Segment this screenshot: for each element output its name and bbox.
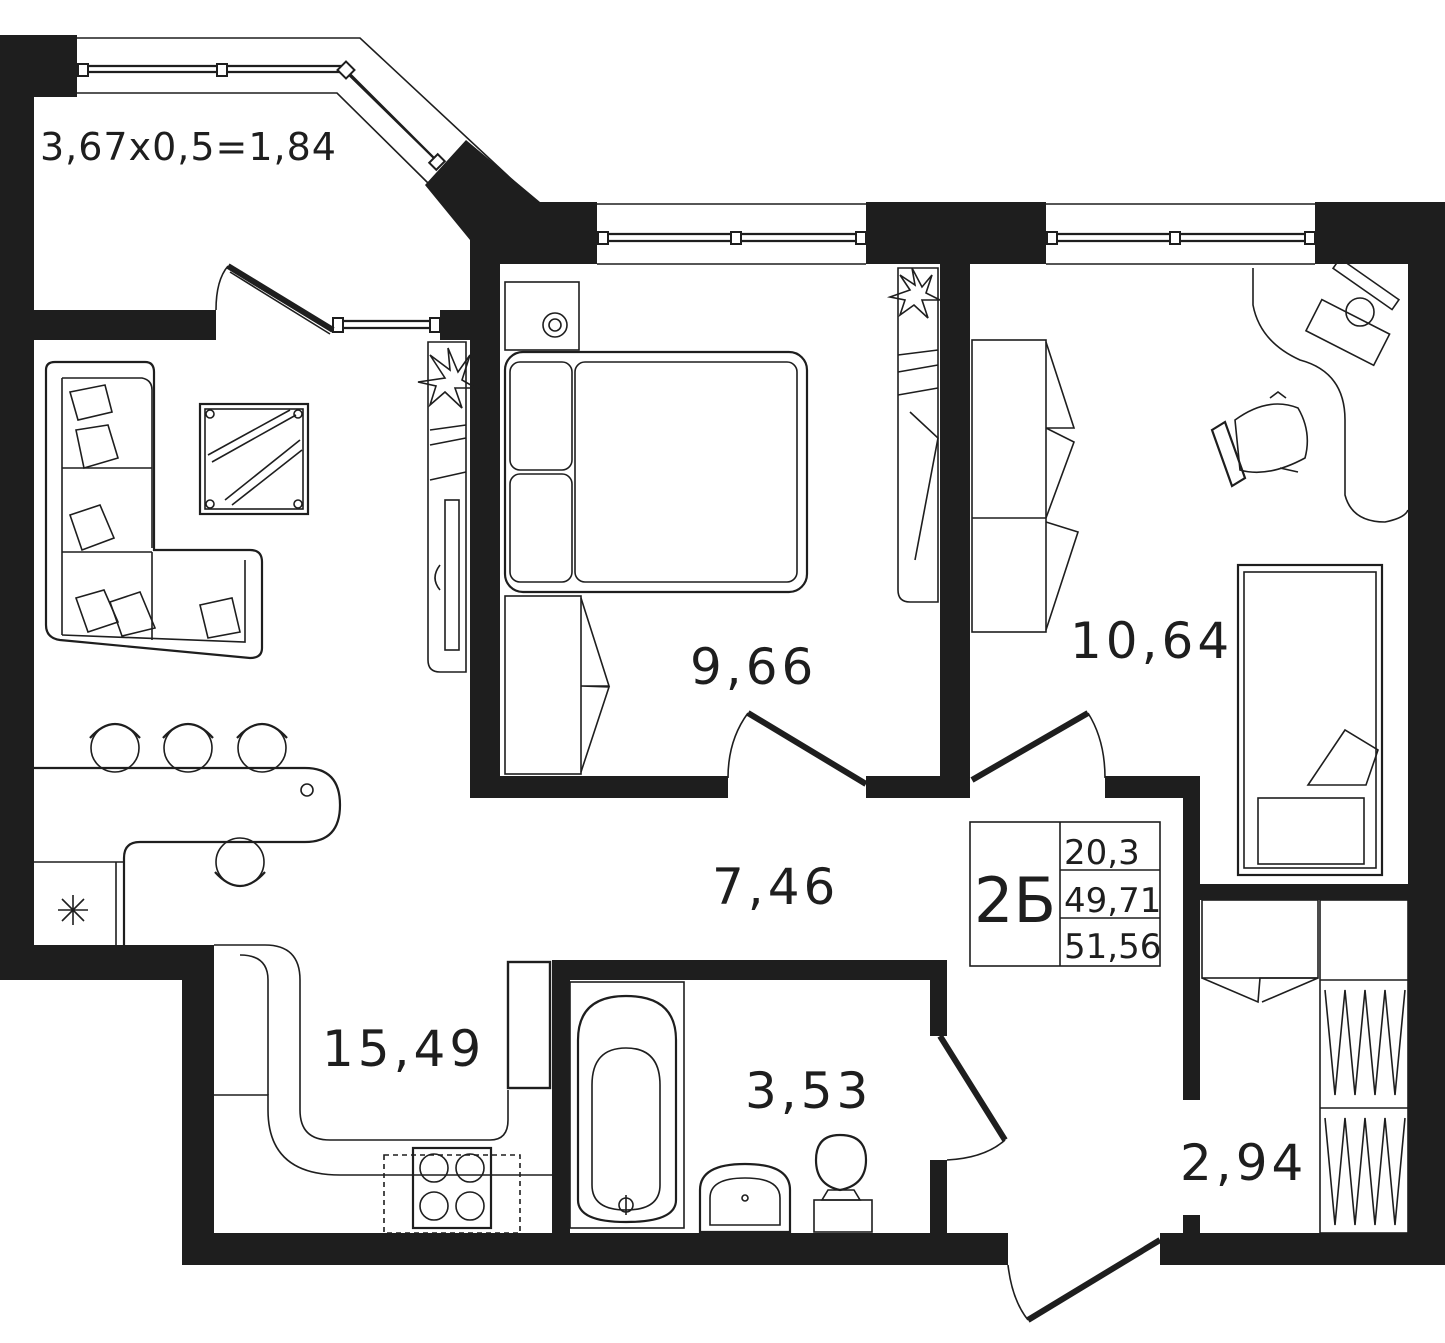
bed [503,350,809,594]
nightstand-lamp [504,281,580,351]
desk [1252,257,1409,523]
doors [215,263,1162,1323]
single-bed [1236,563,1384,877]
room-labels: 3,67х0,5=1,84 9,66 10,64 15,49 7,46 3,53… [40,125,1307,1192]
unit-code: 2Б [974,864,1056,937]
bar-counter [34,766,342,945]
bar-stools [89,723,288,887]
room-area-bathroom: 3,53 [745,1062,872,1120]
area-without-balcony-value: 49,71 [1064,881,1161,921]
room-area-room2: 10,64 [1070,612,1233,670]
room-area-bedroom: 9,66 [690,638,817,696]
room-area-hall: 7,46 [712,858,839,916]
room-area-living-kitchen: 15,49 [322,1020,485,1078]
wardrobe-room2 [971,339,1080,633]
shelving-closet [1201,899,1409,1234]
kitchen-counter [214,944,552,1234]
sink [698,1162,792,1234]
unit-legend: 2Б 20,3 49,71 51,56 [969,821,1161,967]
room-area-balcony: 3,67х0,5=1,84 [40,125,337,169]
living-area-value: 20,3 [1064,833,1140,873]
coffee-table [198,402,310,516]
tv-cabinet [427,341,467,673]
plant-icon [417,347,480,409]
bathtub [569,981,685,1229]
windows [77,37,1316,333]
office-chair [1210,391,1309,488]
dresser [886,267,941,603]
toilet [813,1133,873,1233]
walls [0,35,1445,1265]
room-area-closet-hall: 2,94 [1180,1134,1307,1192]
sofa [44,360,264,660]
wardrobe-bedroom [504,595,611,775]
fan-icon [58,895,88,925]
total-area-value: 51,56 [1064,927,1161,967]
